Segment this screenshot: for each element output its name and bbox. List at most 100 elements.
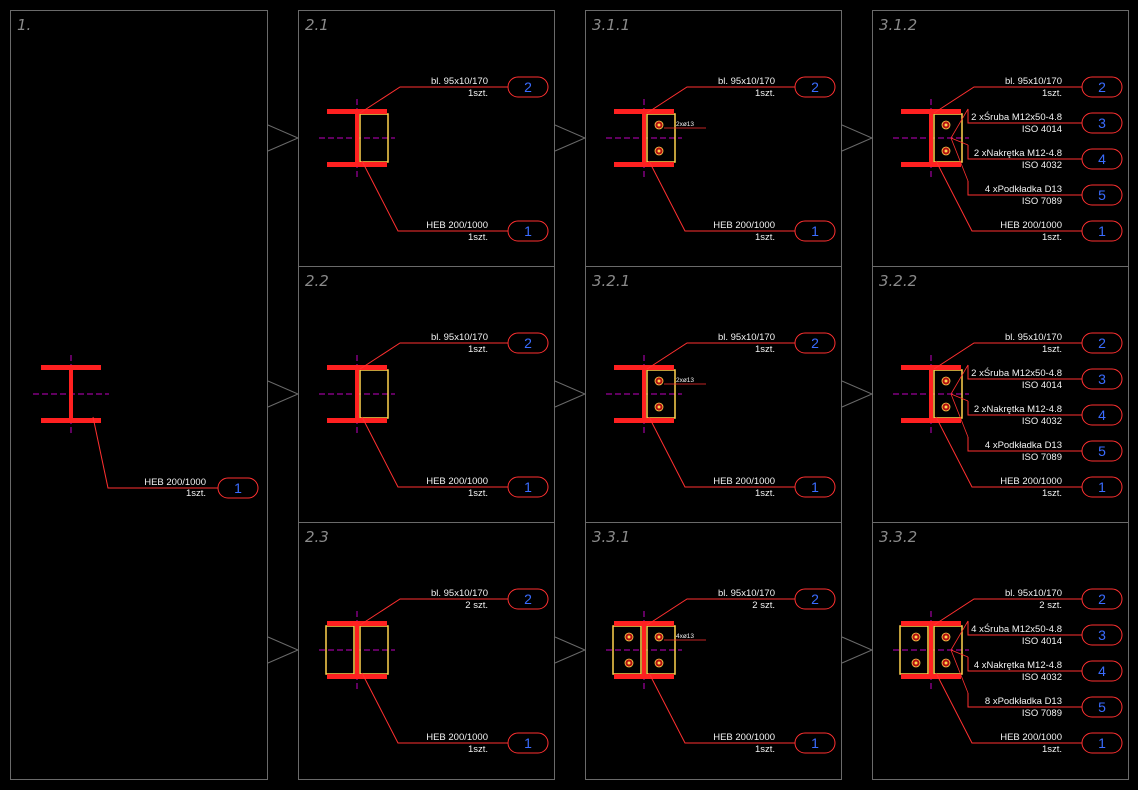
leader-line	[967, 365, 1082, 380]
leader-line	[967, 693, 1082, 708]
callout-text: HEB 200/1000	[426, 220, 488, 231]
callout-qty: 1szt.	[755, 344, 775, 355]
callout-text: 4 xŚruba M12x50-4.8	[971, 623, 1062, 635]
bolt-leader	[950, 393, 969, 402]
callout-number: 1	[811, 735, 819, 751]
leader-line	[967, 437, 1082, 452]
callout-number: 2	[524, 79, 532, 95]
callout-number: 2	[1098, 335, 1106, 351]
leader-line	[967, 401, 1082, 416]
callout-number: 1	[811, 479, 819, 495]
leader-line	[967, 181, 1082, 196]
connector-321-322	[841, 380, 874, 408]
bolt-leader	[950, 393, 969, 438]
callout-qty: ISO 4014	[1022, 380, 1062, 391]
callout-text: HEB 200/1000	[713, 476, 775, 487]
bolt-leader	[950, 108, 969, 139]
panel-title: 2.2	[305, 272, 329, 290]
connector-1-22	[267, 380, 300, 408]
callout-qty: 2 szt.	[465, 600, 488, 611]
callout-bubble	[1081, 76, 1123, 98]
bolt-hole-center	[914, 661, 918, 665]
callout-text: bl. 95x10/170	[1005, 332, 1062, 343]
leader-line	[967, 145, 1082, 160]
callout-qty: ISO 4032	[1022, 160, 1062, 171]
leader-line	[646, 342, 795, 370]
leader-line	[967, 657, 1082, 672]
leader-line	[933, 342, 1082, 370]
hole-label: 2xø13	[676, 377, 694, 384]
leader-line	[933, 598, 1082, 626]
bolt-hole-center	[944, 123, 948, 127]
web	[355, 621, 359, 679]
callout-bubble	[507, 588, 549, 610]
heb-section	[33, 355, 109, 433]
callout-bubble	[794, 732, 836, 754]
heb-section	[606, 99, 682, 177]
connector-1-21	[267, 124, 300, 152]
callout-qty: 1szt.	[468, 232, 488, 243]
callout-number: 2	[1098, 591, 1106, 607]
callout-qty: ISO 4014	[1022, 124, 1062, 135]
bolt-hole-center	[627, 661, 631, 665]
callout-bubble	[1081, 588, 1123, 610]
callout-qty: 1szt.	[186, 488, 206, 499]
callout-text: 2 xNakrętka M12-4.8	[974, 404, 1062, 415]
callout-text: bl. 95x10/170	[1005, 76, 1062, 87]
panel-title: 3.2.2	[879, 272, 917, 290]
heb-section	[319, 99, 395, 177]
heb-section	[319, 355, 395, 433]
callout-bubble	[794, 220, 836, 242]
bolt-hole-center	[914, 635, 918, 639]
callout-text: bl. 95x10/170	[431, 76, 488, 87]
callout-text: 2 xNakrętka M12-4.8	[974, 148, 1062, 159]
leader-line	[648, 672, 795, 744]
bolt-hole-center	[657, 379, 661, 383]
connector-23-331	[554, 636, 587, 664]
bolt-hole-center	[944, 661, 948, 665]
callout-bubble	[794, 76, 836, 98]
callout-bubble	[1081, 476, 1123, 498]
callout-text: HEB 200/1000	[426, 476, 488, 487]
callout-bubble	[1081, 184, 1123, 206]
leader-line	[646, 598, 795, 626]
callout-text: bl. 95x10/170	[1005, 588, 1062, 599]
callout-qty: 1szt.	[1042, 488, 1062, 499]
callout-bubble	[217, 477, 259, 499]
callout-text: HEB 200/1000	[426, 732, 488, 743]
bolt-leader	[950, 649, 969, 694]
bolt-leader	[950, 620, 969, 651]
callout-text: bl. 95x10/170	[431, 332, 488, 343]
callout-text: bl. 95x10/170	[431, 588, 488, 599]
callout-bubble	[1081, 440, 1123, 462]
leader-line	[935, 160, 1082, 232]
hole-label: 2xø13	[676, 121, 694, 128]
callout-number: 1	[1098, 223, 1106, 239]
bolt-hole-center	[944, 635, 948, 639]
callout-number: 4	[1098, 663, 1106, 679]
leader-line	[361, 672, 508, 744]
leader-line	[646, 86, 795, 114]
bolt-hole-center	[944, 379, 948, 383]
panel-title: 3.3.2	[879, 528, 917, 546]
panel-frame	[10, 10, 268, 780]
web	[929, 621, 933, 679]
callout-text: HEB 200/1000	[144, 477, 206, 488]
bolt-hole-center	[657, 123, 661, 127]
callout-qty: 1szt.	[468, 488, 488, 499]
connector-311-312	[841, 124, 874, 152]
panel-title: 3.2.1	[592, 272, 630, 290]
callout-bubble	[794, 332, 836, 354]
callout-number: 1	[524, 223, 532, 239]
callout-bubble	[1081, 732, 1123, 754]
callout-qty: 1szt.	[755, 488, 775, 499]
callout-text: 2 xŚruba M12x50-4.8	[971, 111, 1062, 123]
heb-section	[893, 611, 969, 689]
connector-21-311	[554, 124, 587, 152]
callout-text: bl. 95x10/170	[718, 76, 775, 87]
panel-frame	[585, 522, 842, 780]
